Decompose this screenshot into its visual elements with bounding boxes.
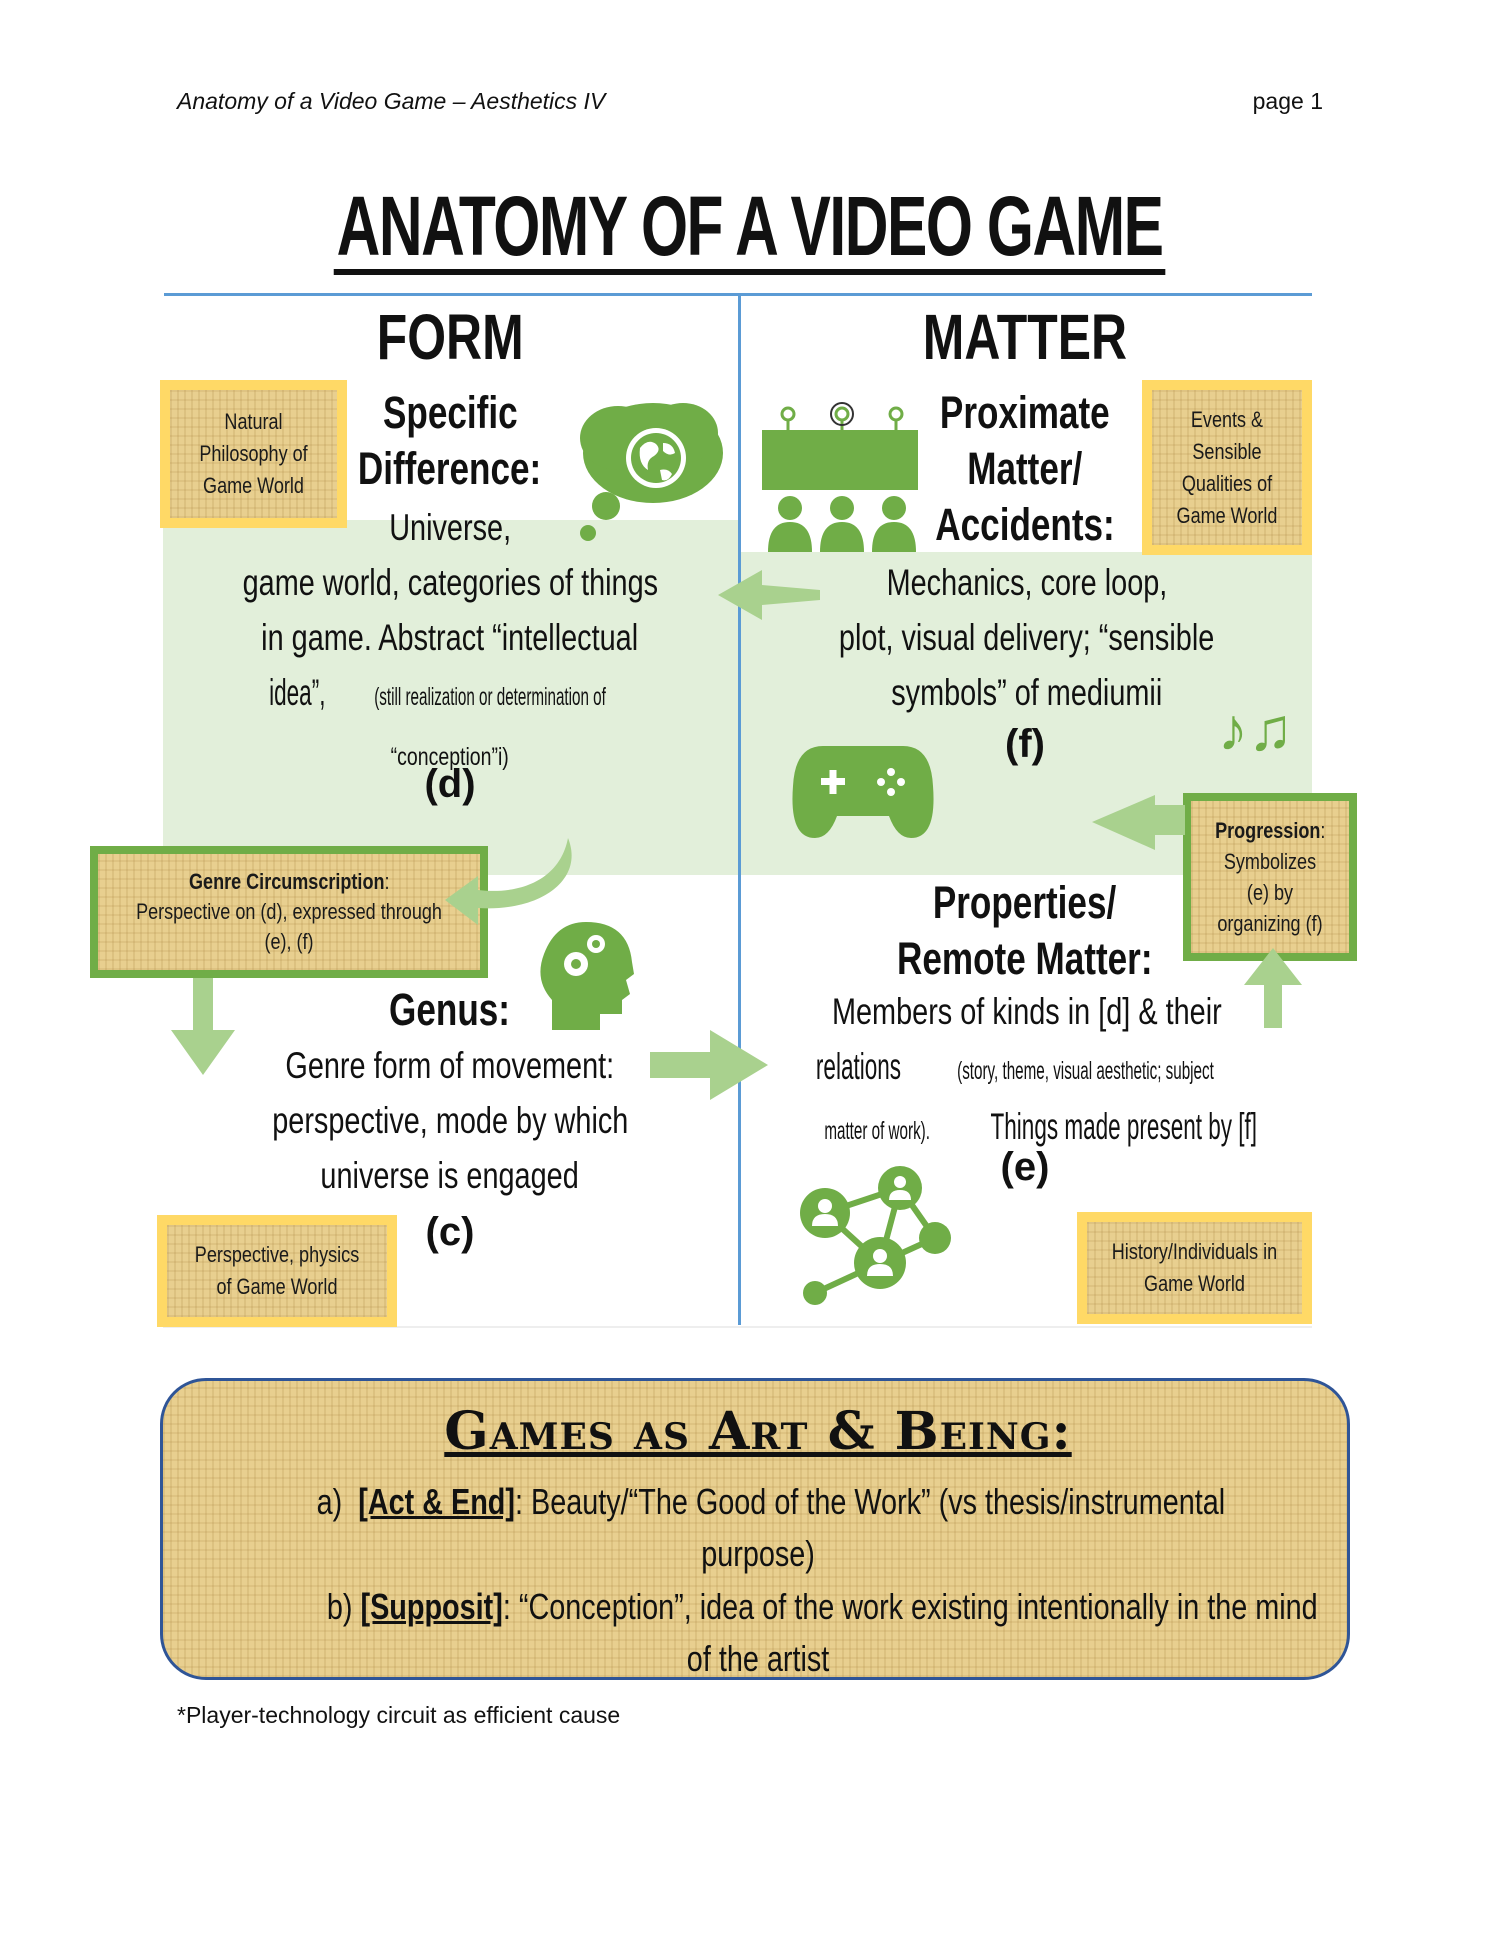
callout-progression: Progression: Symbolizes (e) by organizin… xyxy=(1183,793,1357,961)
supposit-label: [Supposit] xyxy=(360,1586,503,1627)
genre-title: Genre Circumscription xyxy=(188,869,385,894)
page-number: page 1 xyxy=(1252,88,1323,114)
arrow-genre-to-genus xyxy=(171,978,235,1075)
genus-body: Genre form of movement: perspective, mod… xyxy=(271,1045,629,1196)
gamepad-icon xyxy=(792,746,934,838)
games-as-art-title: Games as Art & Being: xyxy=(444,1401,1072,1462)
form-heading: FORM xyxy=(376,301,524,373)
item-b-text: : “Conception”, idea of the work existin… xyxy=(502,1586,1318,1627)
letter-f: (f) xyxy=(1005,722,1045,766)
arrow-e-to-progression xyxy=(1244,948,1302,1028)
running-title: Anatomy of a Video Game – Aesthetics IV xyxy=(177,88,606,114)
art-item-b: b) [Supposit]: “Conception”, idea of the… xyxy=(203,1581,1318,1679)
proximate-matter-body: Mechanics, core loop, plot, visual deliv… xyxy=(838,562,1215,713)
progression-title: Progression xyxy=(1214,818,1321,843)
games-as-art-box: Games as Art & Being: a) [Act & End]: Be… xyxy=(160,1378,1350,1680)
specific-difference-heading: Specific Difference: xyxy=(358,387,542,494)
gear-head-icon xyxy=(540,922,634,1030)
arrow-genus-to-properties xyxy=(650,1030,768,1100)
vertical-rule xyxy=(738,295,741,1325)
network-people-icon xyxy=(800,1166,951,1305)
matter-heading: MATTER xyxy=(922,301,1128,373)
genus-heading: Genus: xyxy=(389,984,511,1035)
arrow-d-to-genre xyxy=(445,838,572,925)
note-natural-philosophy: Natural Philosophy of Game World xyxy=(160,380,347,528)
note-events-sensible: Events & Sensible Qualities of Game Worl… xyxy=(1142,380,1312,555)
act-end-label: [Act & End] xyxy=(358,1481,515,1522)
item-b-text-2: of the artist xyxy=(686,1638,830,1679)
page-title-text: ANATOMY OF A VIDEO GAME xyxy=(334,183,1166,275)
form-shading-top xyxy=(163,520,738,875)
footnote: *Player-technology circuit as efficient … xyxy=(177,1702,621,1728)
letter-d: (d) xyxy=(424,762,476,806)
item-a-text-2: purpose) xyxy=(701,1533,815,1574)
audience-stage-icon xyxy=(762,402,918,552)
letter-e: (e) xyxy=(1000,1145,1050,1189)
bottom-rule xyxy=(163,1326,1312,1328)
thought-globe-icon xyxy=(580,403,723,541)
music-notes-icon: ♪♫ xyxy=(1218,696,1293,763)
properties-heading: Properties/ Remote Matter: xyxy=(897,877,1153,984)
item-b-marker: b) xyxy=(326,1586,353,1627)
item-a-text: : Beauty/“The Good of the Work” (vs thes… xyxy=(514,1481,1226,1522)
page-title: ANATOMY OF A VIDEO GAME xyxy=(0,178,1500,275)
note-history-individuals: History/Individuals in Game World xyxy=(1077,1212,1312,1324)
progression-text: Symbolizes (e) by organizing (f) xyxy=(1217,849,1323,936)
item-a-marker: a) xyxy=(316,1481,343,1522)
letter-c: (c) xyxy=(425,1210,475,1254)
art-item-a: a) [Act & End]: Beauty/“The Good of the … xyxy=(203,1476,1313,1580)
note-perspective-physics: Perspective, physics of Game World xyxy=(157,1215,397,1327)
proximate-matter-heading: Proximate Matter/ Accidents: xyxy=(935,387,1115,550)
arrow-progression-to-f xyxy=(1092,795,1185,850)
properties-body: Members of kinds in [d] & their relation… xyxy=(815,991,1257,1147)
horizontal-rule xyxy=(164,293,1312,296)
genre-text: Perspective on (d), expressed through (e… xyxy=(136,899,442,954)
arrow-f-to-d xyxy=(718,570,820,620)
callout-genre-circumscription: Genre Circumscription: Perspective on (d… xyxy=(90,846,488,978)
specific-difference-body: Universe, game world, categories of thin… xyxy=(242,507,658,771)
